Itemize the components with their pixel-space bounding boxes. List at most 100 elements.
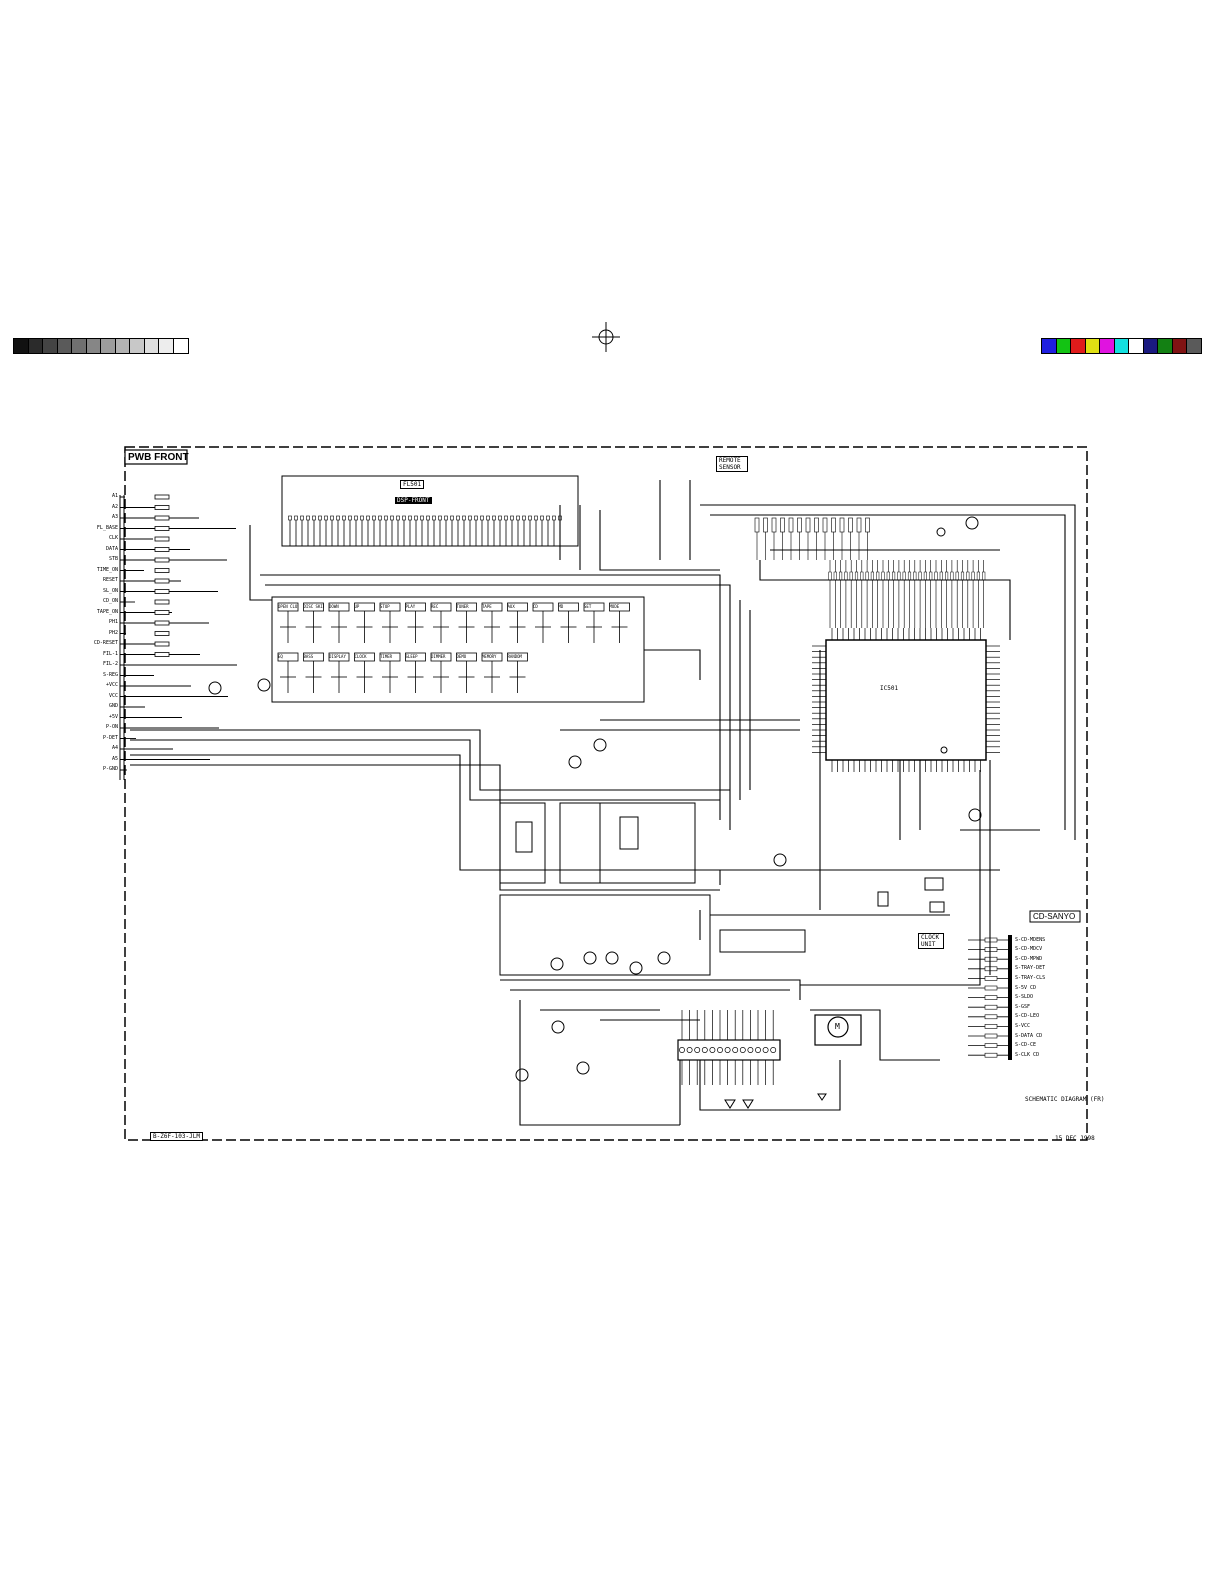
left-connector bbox=[119, 495, 125, 780]
right-pin-label: S-VCC bbox=[1015, 1022, 1031, 1029]
clock-unit-label: CLOCK UNIT bbox=[918, 933, 944, 949]
right-pin-label: S-GSF bbox=[1015, 1003, 1031, 1010]
right-pin-label: S-CD-MDENS bbox=[1015, 936, 1046, 943]
switch-label: CD bbox=[533, 604, 538, 609]
board-title-box bbox=[124, 449, 188, 465]
left-pin-label: FL_BASE bbox=[96, 524, 118, 531]
motor-icon bbox=[814, 1014, 862, 1046]
board-outline bbox=[124, 446, 1088, 1141]
left-pin-wires bbox=[120, 494, 237, 771]
switch-label: AUX bbox=[507, 604, 515, 609]
switch-label: OPEN CLOSE bbox=[278, 604, 298, 609]
left-pin-label: +5V bbox=[108, 713, 118, 720]
switch-label: DISC SKIP bbox=[303, 604, 324, 609]
transistor-symbols bbox=[208, 516, 982, 1082]
right-connector bbox=[1008, 935, 1012, 1060]
clock-unit bbox=[877, 877, 945, 913]
left-pin-label: RESET bbox=[102, 577, 118, 583]
switch-label: TAPE bbox=[482, 604, 492, 609]
microcontroller-ic bbox=[825, 639, 987, 761]
right-pin-label: S-CD-LEO bbox=[1015, 1013, 1040, 1020]
left-pin-label: DATA bbox=[105, 545, 118, 552]
switch-label: REC bbox=[431, 604, 439, 609]
footer-part-number: B-Z6F-103-JLM bbox=[150, 1132, 203, 1141]
switch-label: STOP bbox=[380, 604, 390, 609]
switch-label: RANDOM bbox=[507, 654, 522, 659]
key-switch-array bbox=[277, 602, 630, 693]
left-pin-label: FIL-2 bbox=[102, 661, 118, 667]
left-pin-label: A4 bbox=[111, 745, 118, 751]
right-pin-label: S-CD-CE bbox=[1015, 1042, 1037, 1049]
switch-label: DEMO bbox=[456, 654, 467, 659]
left-pin-label: TAPE_ON bbox=[96, 608, 118, 615]
switch-label: MODE bbox=[609, 604, 620, 609]
left-pin-label: CLK bbox=[108, 535, 118, 541]
brand-label-box bbox=[1029, 910, 1081, 923]
switch-label: DOWN bbox=[329, 604, 339, 609]
schematic-note: SCHEMATIC DIAGRAM (FR) bbox=[1025, 1096, 1105, 1103]
left-pin-label: P-ON bbox=[105, 724, 118, 730]
ic-label: IC501 bbox=[880, 685, 899, 692]
left-pin-label: TIME_ON bbox=[96, 566, 118, 573]
switch-label: CLOCK bbox=[354, 654, 367, 659]
left-pin-label: A3 bbox=[111, 514, 118, 520]
bus-wiring bbox=[130, 480, 1076, 1126]
left-pin-label: SL_ON bbox=[102, 587, 118, 594]
left-pin-label: PH1 bbox=[108, 619, 118, 625]
left-pin-label: P-GND bbox=[102, 766, 118, 772]
left-pin-label: A1 bbox=[111, 493, 118, 499]
gray-swatch bbox=[172, 338, 189, 354]
left-pin-label: VCC bbox=[108, 692, 118, 699]
registration-mark-icon bbox=[592, 322, 620, 352]
right-pin-label: S-DATA CD bbox=[1015, 1032, 1043, 1039]
brand-label: CD-SANYO bbox=[1033, 912, 1076, 921]
switch-label: DISPLAY bbox=[329, 654, 346, 659]
switch-label: SET bbox=[584, 604, 592, 609]
color-swatch bbox=[1186, 338, 1202, 354]
left-pin-label: P-DET bbox=[102, 734, 118, 741]
motor-label: M bbox=[835, 1022, 840, 1031]
right-pin-wires bbox=[968, 937, 1008, 1058]
right-pin-label: S-CD-MDCV bbox=[1015, 946, 1043, 953]
ic-pin-stubs bbox=[812, 628, 1000, 772]
fl-display-label: FL501 bbox=[400, 480, 425, 489]
fl-display-block bbox=[281, 475, 579, 547]
switch-label: PLAY bbox=[405, 604, 416, 609]
right-pin-label: S-TRAY-DET bbox=[1015, 965, 1046, 972]
left-pin-label: A2 bbox=[111, 503, 118, 510]
resistor-bank bbox=[754, 517, 986, 628]
jack-blocks bbox=[499, 802, 806, 976]
right-pin-label: S-CD-MPWD bbox=[1015, 955, 1043, 962]
lcd-label: DSP-FRONT bbox=[395, 497, 432, 504]
schematic-date: 15 DEC 1998 bbox=[1055, 1135, 1095, 1142]
switch-label: MEMORY bbox=[482, 654, 497, 659]
right-pin-label: S-SLDO bbox=[1015, 994, 1034, 1001]
left-pin-label: FIL-1 bbox=[102, 650, 118, 657]
fl-display-pins bbox=[288, 515, 562, 546]
switch-label: EQ bbox=[278, 654, 283, 659]
remote-sensor-label: REMOTE SENSOR bbox=[716, 456, 748, 472]
left-pin-label: A5 bbox=[111, 755, 118, 762]
bottom-connector-pins bbox=[679, 1010, 777, 1085]
left-pin-label: CD_ON bbox=[102, 598, 118, 604]
left-pin-label: CD-RESET bbox=[93, 640, 118, 646]
switch-label: BASS bbox=[303, 654, 314, 659]
right-pin-label: S-5V CD bbox=[1015, 984, 1037, 991]
switch-label: MD bbox=[558, 604, 564, 609]
left-pin-label: STB bbox=[108, 556, 118, 562]
right-pin-label: S-TRAY-CLS bbox=[1015, 974, 1046, 981]
switch-label: DIMMER bbox=[431, 654, 446, 659]
left-pin-label: PH2 bbox=[108, 629, 118, 636]
left-pin-label: +VCC bbox=[105, 682, 118, 688]
key-matrix-block bbox=[271, 596, 645, 703]
switch-label: TIMER bbox=[380, 654, 393, 659]
left-pin-label: GND bbox=[108, 703, 118, 709]
bottom-connector bbox=[677, 1039, 781, 1061]
switch-label: SLEEP bbox=[405, 654, 418, 659]
board-title: PWB FRONT bbox=[128, 452, 189, 463]
switch-label: UP bbox=[354, 604, 360, 609]
left-pin-label: S-REG bbox=[102, 671, 118, 678]
diode-icons bbox=[724, 1093, 827, 1109]
right-pin-label: S-CLK CD bbox=[1015, 1051, 1040, 1058]
